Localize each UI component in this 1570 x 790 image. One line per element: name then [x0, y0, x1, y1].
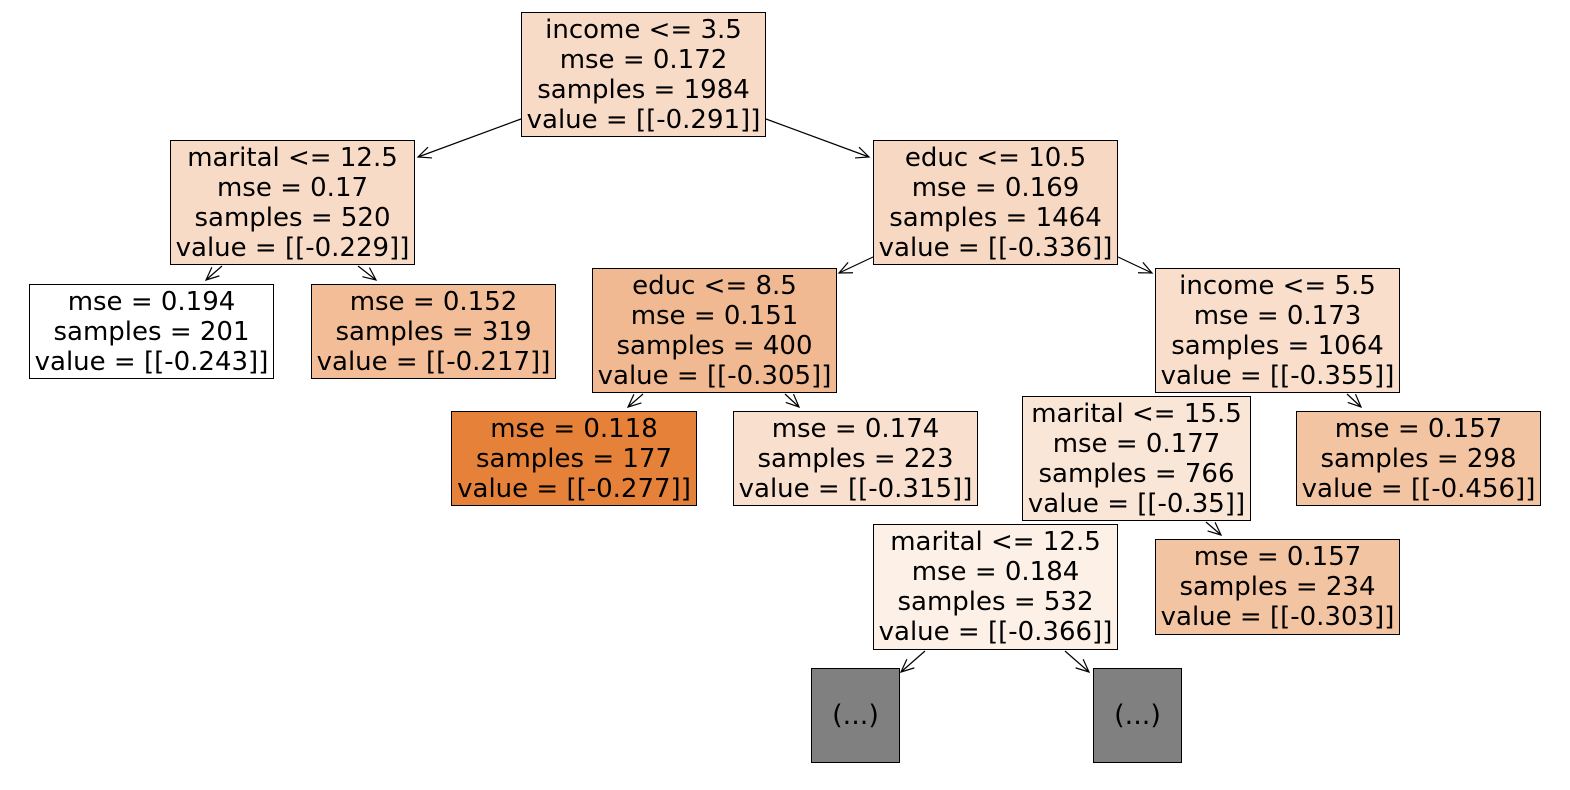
node-text-line: samples = 1984 — [537, 74, 750, 105]
node-text-line: mse = 0.184 — [911, 557, 1080, 587]
arrowhead-n0-n1 — [416, 146, 433, 159]
edge-n9-n12 — [1205, 521, 1222, 536]
node-text-line: mse = 0.172 — [559, 44, 728, 75]
node-text-line: value = [[-0.305]] — [597, 360, 832, 391]
node-text-line: samples = 766 — [1038, 458, 1235, 489]
node-text-line: value = [[-0.243]] — [34, 346, 269, 377]
node-text-line: value = [[-0.217]] — [316, 346, 551, 377]
node-text-line: samples = 1464 — [889, 202, 1102, 233]
node-text-line: samples = 298 — [1320, 443, 1517, 474]
node-text-line: (...) — [1114, 699, 1161, 731]
node-text-line: mse = 0.194 — [67, 286, 236, 317]
node-text-line: mse = 0.174 — [771, 413, 940, 444]
node-text-line: samples = 400 — [616, 330, 813, 361]
node-text-line: mse = 0.152 — [349, 286, 518, 317]
node-text-line: educ <= 8.5 — [632, 270, 797, 301]
node-text-line: samples = 520 — [194, 202, 391, 233]
edge-n4-n5 — [838, 256, 874, 274]
arrowhead-n11-n14 — [1075, 659, 1091, 673]
node-text-line: value = [[-0.229]] — [175, 232, 410, 263]
node-text-line: value = [[-0.366]] — [878, 617, 1113, 647]
edge-n4-n8 — [1117, 256, 1153, 274]
node-text-line: samples = 201 — [53, 316, 250, 347]
tree-node-elided: (...) — [1093, 668, 1182, 763]
arrowhead-n4-n5 — [837, 262, 854, 274]
node-text-line: mse = 0.157 — [1193, 542, 1362, 572]
node-text-line: value = [[-0.336]] — [878, 232, 1113, 263]
edge-n1-n2 — [205, 265, 223, 281]
node-text-line: samples = 223 — [757, 443, 954, 474]
edge-n8-n10 — [1346, 393, 1362, 408]
edge-n0-n1 — [417, 118, 522, 158]
node-text-line: samples = 234 — [1179, 572, 1376, 602]
node-text-line: value = [[-0.315]] — [738, 473, 973, 504]
node-text-line: mse = 0.118 — [490, 413, 658, 444]
tree-node-elided: (...) — [811, 668, 900, 763]
node-text-line: value = [[-0.35]] — [1027, 488, 1246, 519]
node-text-line: value = [[-0.456]] — [1301, 473, 1536, 504]
node-text-line: mse = 0.169 — [911, 172, 1080, 203]
edge-n11-n14 — [1064, 650, 1090, 673]
node-text-line: value = [[-0.291]] — [526, 104, 761, 135]
arrowhead-n5-n6 — [626, 394, 642, 408]
edge-n1-n3 — [357, 265, 377, 281]
node-text-line: value = [[-0.277]] — [457, 473, 691, 504]
node-text-line: samples = 177 — [475, 443, 672, 474]
node-text-line: marital <= 15.5 — [1031, 398, 1242, 429]
node-text-line: samples = 319 — [335, 316, 532, 347]
arrowhead-n9-n12 — [1207, 522, 1223, 536]
edge-n5-n6 — [627, 393, 644, 408]
node-text-line: marital <= 12.5 — [890, 527, 1101, 557]
arrowhead-n4-n8 — [1137, 262, 1154, 274]
node-text-line: samples = 1064 — [1171, 330, 1384, 361]
arrowhead-n11-n13 — [899, 659, 915, 673]
node-text-line: marital <= 12.5 — [187, 142, 398, 173]
edge-n11-n13 — [900, 650, 926, 673]
node-text-line: income <= 5.5 — [1179, 270, 1376, 301]
arrowhead-n5-n7 — [785, 393, 801, 409]
edge-n0-n4 — [765, 118, 870, 158]
node-text-line: mse = 0.17 — [216, 172, 369, 203]
arrowhead-n8-n10 — [1347, 393, 1363, 409]
node-text-line: value = [[-0.303]] — [1160, 602, 1395, 632]
edge-n5-n7 — [784, 393, 800, 408]
node-text-line: mse = 0.151 — [630, 300, 799, 331]
node-text-line: mse = 0.173 — [1193, 300, 1362, 331]
node-text-line: mse = 0.157 — [1334, 413, 1503, 444]
node-text-line: mse = 0.177 — [1052, 428, 1221, 459]
arrowhead-n0-n4 — [854, 146, 871, 159]
node-text-line: value = [[-0.355]] — [1160, 360, 1395, 391]
node-text-line: educ <= 10.5 — [904, 142, 1087, 173]
node-text-line: (...) — [832, 699, 879, 731]
arrowhead-n1-n2 — [204, 267, 220, 281]
node-text-line: samples = 532 — [897, 587, 1094, 617]
node-text-line: income <= 3.5 — [545, 14, 742, 45]
arrowhead-n1-n3 — [362, 267, 378, 281]
